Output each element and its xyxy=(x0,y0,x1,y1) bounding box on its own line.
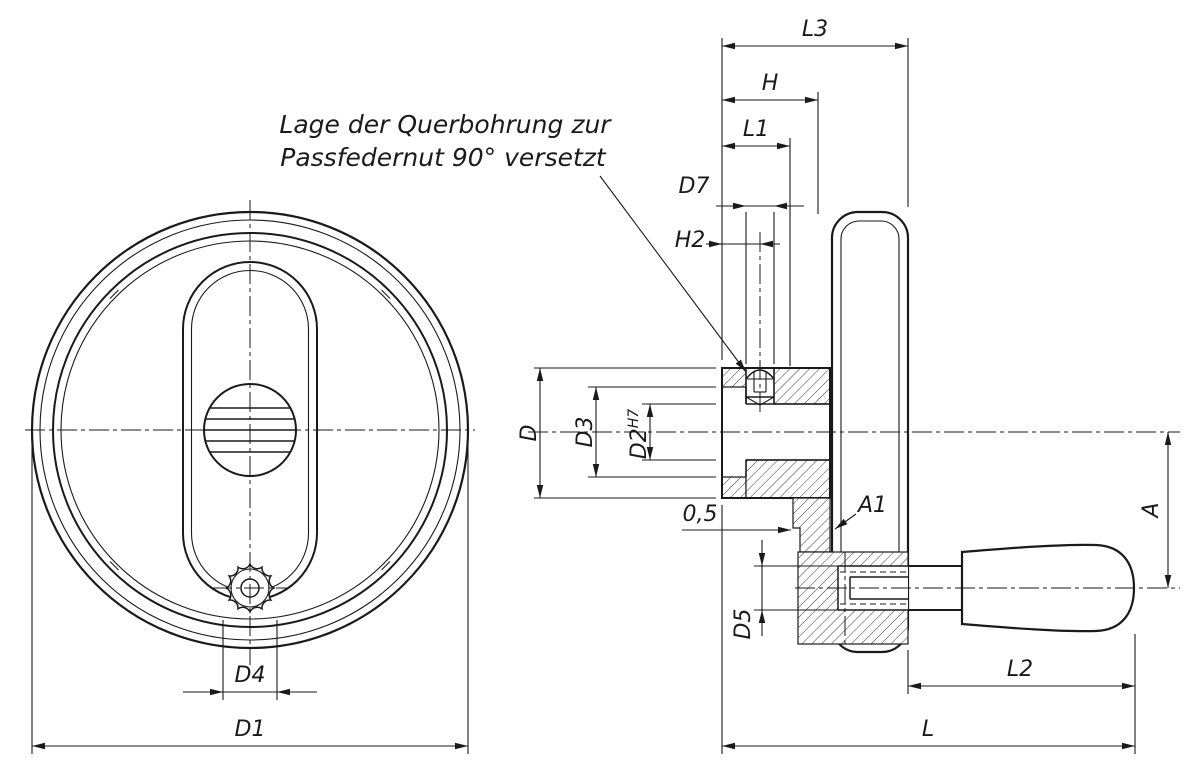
hub-hatch-bottom-left xyxy=(721,476,747,499)
dim-label-h2: H2 xyxy=(675,228,706,253)
hub-hatch-top-right xyxy=(773,367,831,405)
dim-label-l: L xyxy=(922,717,934,742)
rim-tick xyxy=(109,561,119,571)
dim-label-d2-value: D2 xyxy=(627,428,652,459)
dim-label-h: H xyxy=(762,71,779,96)
dim-label-d: D xyxy=(517,425,542,442)
dim-label-l1: L1 xyxy=(743,117,769,142)
web-hatch xyxy=(792,497,831,553)
dim-label-d2-tolerance: H7 xyxy=(626,409,642,429)
leader-a1 xyxy=(834,513,857,530)
annotation-line1: Lage der Querbohrung zur xyxy=(279,110,612,139)
rim-tick xyxy=(381,289,391,299)
dim-label-d2: D2H7 xyxy=(626,409,652,459)
dim-label-l3: L3 xyxy=(802,17,828,42)
annotation-leader xyxy=(599,175,747,373)
dim-label-offset: 0,5 xyxy=(683,502,718,527)
rim-tick xyxy=(381,561,391,571)
hub-hatch-top-left xyxy=(721,367,747,388)
rim-tick xyxy=(109,289,119,299)
hub-hatch-bottom-right xyxy=(745,459,831,499)
dim-label-d4: D4 xyxy=(235,663,266,688)
dim-label-d7: D7 xyxy=(679,174,710,199)
dimensions: L3 H L1 D7 H2 D D3 D2H7 A1 xyxy=(31,17,1172,754)
dim-label-d1: D1 xyxy=(235,717,266,742)
dim-label-a: A xyxy=(1139,502,1164,519)
section-view xyxy=(528,210,1180,654)
hub-outline xyxy=(721,367,831,499)
annotation: Lage der Querbohrung zur Passfedernut 90… xyxy=(279,110,747,373)
dim-label-d3: D3 xyxy=(573,417,598,448)
dim-label-l2: L2 xyxy=(1007,657,1033,682)
front-view xyxy=(25,200,475,665)
annotation-line2: Passfedernut 90° versetzt xyxy=(280,143,607,172)
dim-label-a1: A1 xyxy=(856,493,887,518)
dim-label-d5: D5 xyxy=(731,609,756,640)
